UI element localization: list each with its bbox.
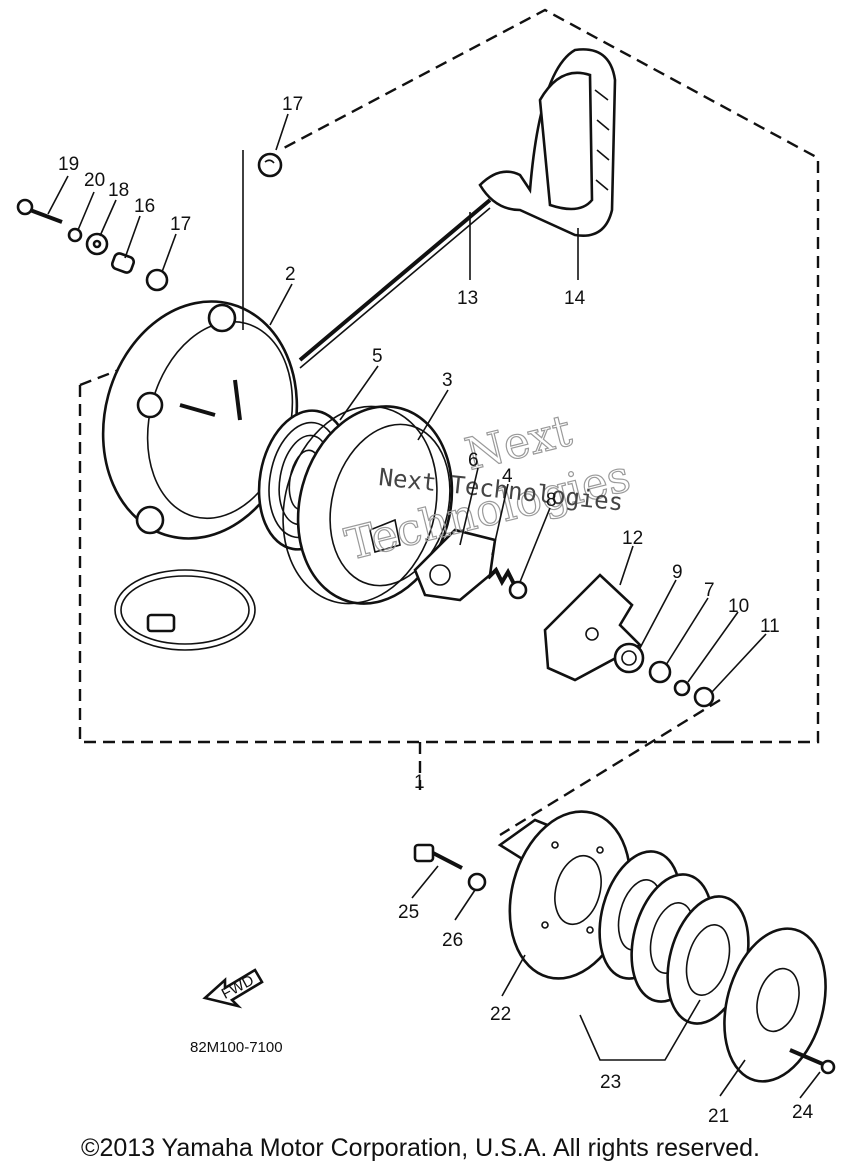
bolt-24 <box>789 1048 826 1067</box>
callout-4: 4 <box>502 466 513 487</box>
callout-17-upper: 17 <box>282 94 303 115</box>
callout-8: 8 <box>546 490 557 511</box>
callout-labels: 19 20 18 16 17 17 2 13 14 5 3 6 4 8 12 9… <box>58 94 814 1127</box>
callout-16: 16 <box>134 196 155 217</box>
bushing-17-lower <box>145 268 169 292</box>
washer-20 <box>67 227 83 243</box>
callout-11: 11 <box>760 616 780 637</box>
pulley-21 <box>723 927 827 1083</box>
callout-9: 9 <box>672 562 683 583</box>
starter-rope <box>298 198 492 369</box>
callout-25: 25 <box>398 902 419 923</box>
svg-text:FWD: FWD <box>219 972 257 1003</box>
fwd-arrow-icon: FWD <box>202 968 264 1009</box>
bushing-17-upper <box>257 152 283 178</box>
callout-2: 2 <box>285 264 296 285</box>
spring-washer-10 <box>673 679 691 697</box>
callout-10: 10 <box>728 596 749 617</box>
callout-21: 21 <box>708 1106 729 1127</box>
callout-20: 20 <box>84 170 105 191</box>
callout-19: 19 <box>58 154 79 175</box>
washer-9 <box>613 642 645 674</box>
washer-26 <box>467 872 487 892</box>
callout-7: 7 <box>704 580 715 601</box>
leader-lines <box>47 113 821 1099</box>
callout-26: 26 <box>442 930 463 951</box>
part-code: 82M100-7100 <box>190 1039 283 1056</box>
assembly-boundary <box>78 8 820 744</box>
starter-case <box>101 300 299 651</box>
callout-18: 18 <box>108 180 129 201</box>
callout-3: 3 <box>442 370 453 391</box>
copyright-notice: ©2013 Yamaha Motor Corporation, U.S.A. A… <box>81 1134 760 1162</box>
callout-6: 6 <box>468 450 479 471</box>
callout-14: 14 <box>564 288 586 309</box>
callout-23: 23 <box>600 1072 621 1093</box>
collar-8 <box>508 580 528 600</box>
nut-11 <box>693 686 715 708</box>
callout-1: 1 <box>414 772 425 793</box>
sheave-drum <box>282 405 454 605</box>
callout-24: 24 <box>792 1102 814 1123</box>
washer-7 <box>648 660 672 684</box>
callout-5: 5 <box>372 346 383 367</box>
bolt-19 <box>16 198 63 224</box>
callout-22: 22 <box>490 1004 511 1025</box>
callout-12: 12 <box>622 528 643 549</box>
pawl-spring <box>486 566 516 587</box>
starter-handle <box>478 48 617 238</box>
bolt-25 <box>413 843 463 870</box>
collar-16 <box>110 252 136 274</box>
callout-17-lower: 17 <box>170 214 191 235</box>
callout-13: 13 <box>457 288 478 309</box>
